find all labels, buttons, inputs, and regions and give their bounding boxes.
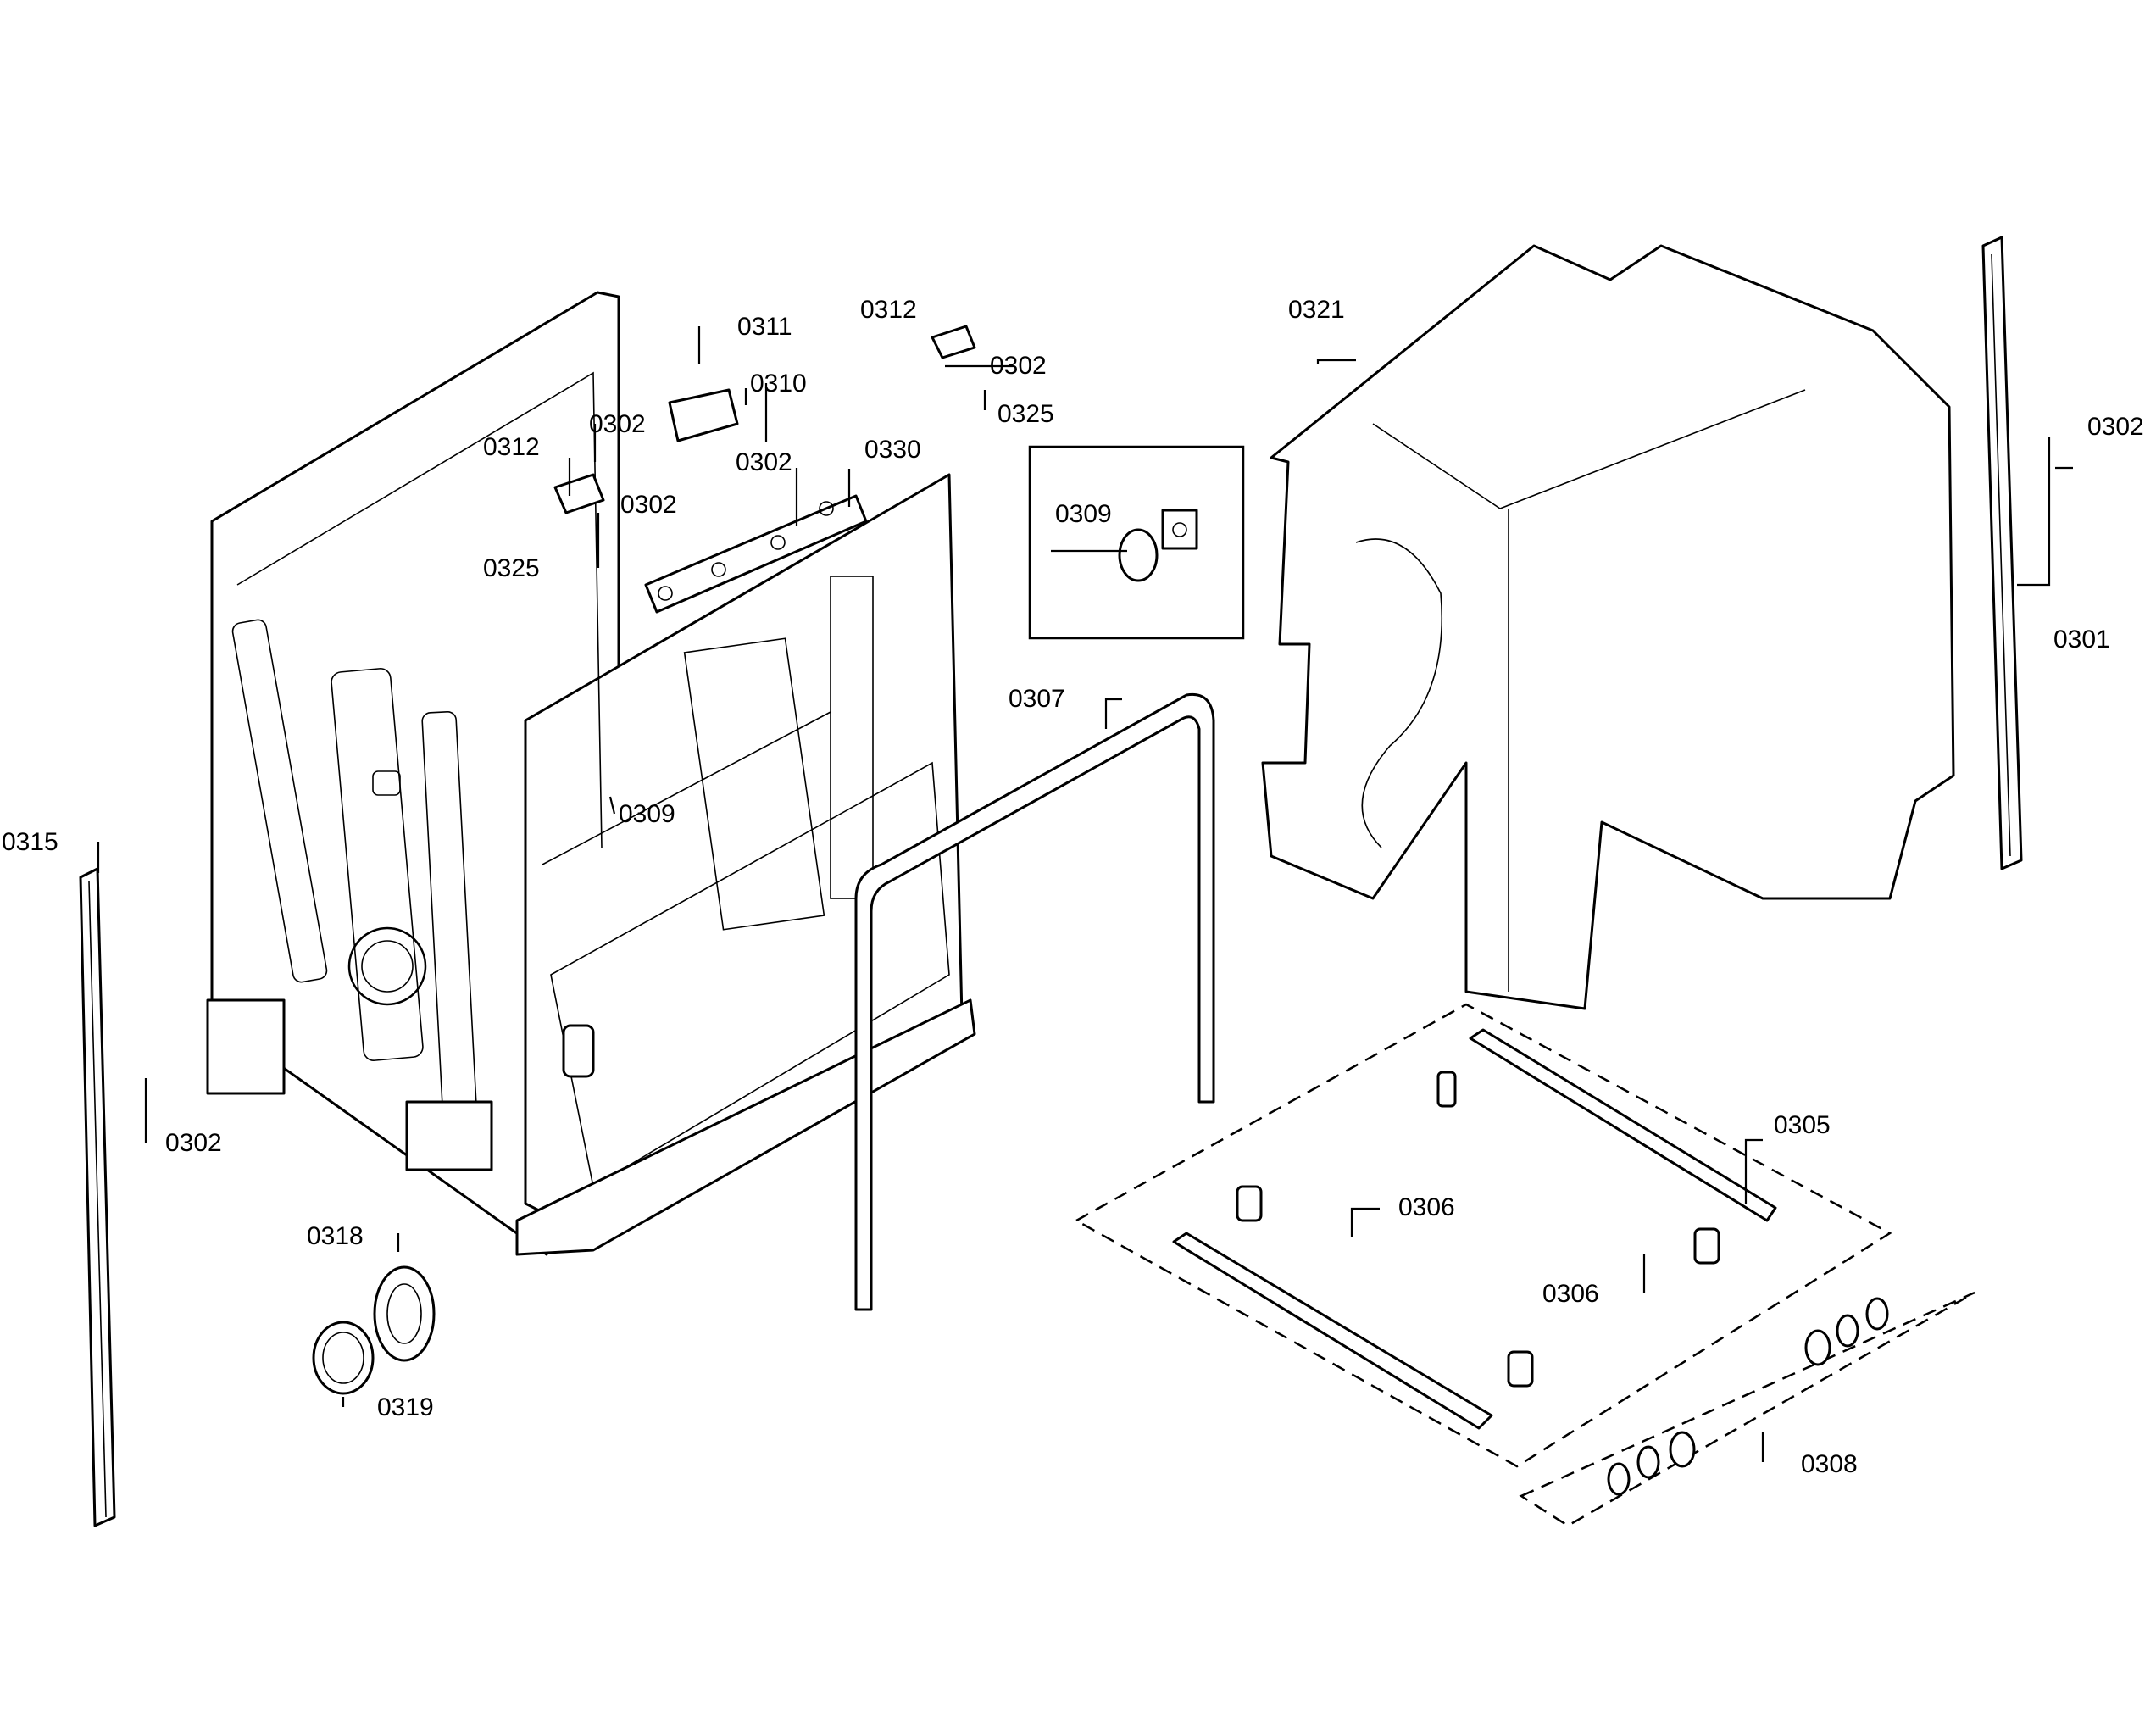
label-0321: 0321 bbox=[1288, 296, 1345, 324]
side-trim-left-part bbox=[79, 867, 116, 1527]
label-0307: 0307 bbox=[1009, 685, 1065, 713]
tub-assembly bbox=[206, 291, 976, 1256]
label-0306-upper: 0306 bbox=[1398, 1193, 1455, 1221]
seal-parts bbox=[312, 1265, 436, 1395]
label-0305: 0305 bbox=[1774, 1111, 1831, 1139]
label-0312-right: 0312 bbox=[860, 296, 917, 324]
label-0312-left: 0312 bbox=[483, 433, 540, 461]
label-0306-lower: 0306 bbox=[1542, 1280, 1599, 1308]
label-0302-right: 0302 bbox=[2087, 413, 2144, 441]
label-0302-top-right: 0302 bbox=[990, 352, 1047, 380]
label-0318: 0318 bbox=[307, 1222, 364, 1250]
label-0302-center: 0302 bbox=[736, 448, 792, 476]
inset-detail bbox=[1028, 445, 1245, 640]
label-0325-right: 0325 bbox=[997, 400, 1054, 428]
label-0315: 0315 bbox=[2, 828, 58, 856]
label-0309-tub: 0309 bbox=[619, 800, 675, 828]
label-0302-center-left: 0302 bbox=[620, 491, 677, 519]
label-0309-inset: 0309 bbox=[1055, 500, 1112, 528]
label-0325-left: 0325 bbox=[483, 554, 540, 582]
label-0311: 0311 bbox=[737, 313, 792, 341]
top-brackets bbox=[553, 325, 976, 614]
label-0302-top-left: 0302 bbox=[589, 410, 646, 438]
label-0330: 0330 bbox=[864, 436, 921, 464]
label-0319: 0319 bbox=[377, 1393, 434, 1421]
side-trim-right-part bbox=[1981, 236, 2023, 870]
label-0310: 0310 bbox=[750, 370, 807, 398]
leader-lines bbox=[97, 326, 2073, 1462]
callout-labels: 0301 0302 0302 0302 0302 0302 0302 0305 … bbox=[2, 296, 2144, 1478]
door-seal-part bbox=[854, 692, 1215, 1311]
insulation-blanket-part bbox=[1261, 244, 1955, 1010]
base-kit-parts bbox=[1074, 1003, 1975, 1527]
label-0308: 0308 bbox=[1801, 1450, 1858, 1478]
label-0302-left-bottom: 0302 bbox=[165, 1129, 222, 1157]
label-0301: 0301 bbox=[2053, 626, 2110, 653]
